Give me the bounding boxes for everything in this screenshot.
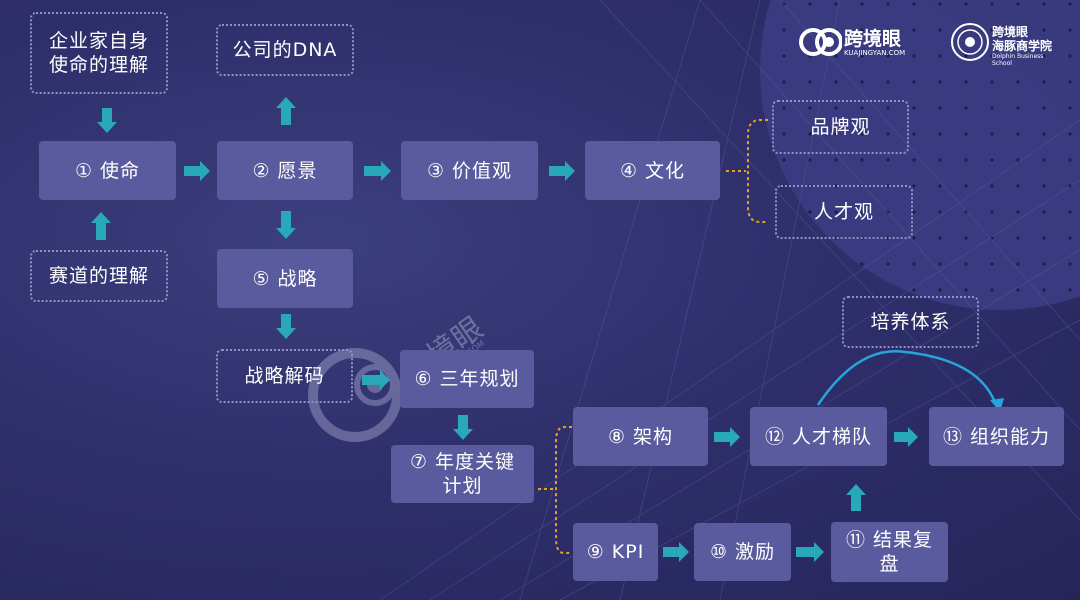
note-track-understanding-label: 赛道的理解 <box>48 265 149 287</box>
dolphin-school-logo: 跨境眼 海豚商学院 Dolphin Business School <box>950 22 1060 67</box>
watermark: 跨境眼 KUAJINGYAN.COM <box>300 300 500 460</box>
arrow-right-icon <box>714 427 740 447</box>
node-mission-label: ① 使命 <box>74 159 141 182</box>
brand2-sub: Dolphin Business School <box>992 53 1044 67</box>
brand1-url: KUAJINGYAN.COM <box>844 49 906 57</box>
node-result-review: ⑪ 结果复 盘 <box>831 522 948 582</box>
arrow-right-icon <box>549 161 575 181</box>
brand2-line1: 跨境眼 <box>992 25 1029 39</box>
node-talent-ladder-label: ⑫ 人才梯队 <box>764 425 873 448</box>
node-three-year-plan-label: ⑥ 三年规划 <box>414 368 520 390</box>
node-kpi-label: ⑨ KPI <box>586 541 645 563</box>
node-mission: ① 使命 <box>39 141 176 200</box>
node-result-review-line1: ⑪ 结果复 <box>845 529 934 551</box>
note-training-system: 培养体系 <box>842 296 979 348</box>
node-annual-plan-line1: ⑦ 年度关键 <box>409 451 516 473</box>
node-org-capability: ⑬ 组织能力 <box>929 407 1064 466</box>
arrow-right-icon <box>663 542 689 562</box>
node-incentive: ⑩ 激励 <box>694 523 791 581</box>
arrow-down-icon <box>276 211 296 239</box>
node-kpi: ⑨ KPI <box>573 523 658 581</box>
note-company-dna-label: 公司的DNA <box>232 39 338 61</box>
node-result-review-line2: 盘 <box>879 553 900 575</box>
arrow-down-icon <box>276 314 296 339</box>
node-values: ③ 价值观 <box>401 141 538 200</box>
node-architecture: ⑧ 架构 <box>573 407 708 466</box>
note-track-understanding: 赛道的理解 <box>30 250 168 302</box>
note-brand-view-label: 品牌观 <box>810 116 871 138</box>
note-talent-view-label: 人才观 <box>813 201 874 223</box>
node-strategy: ⑤ 战略 <box>217 249 353 308</box>
arrow-down-icon <box>97 108 117 133</box>
node-org-capability-label: ⑬ 组织能力 <box>942 425 1051 448</box>
watermark-eye-icon <box>308 348 402 442</box>
note-founder-mission-line2: 使命的理解 <box>48 54 149 76</box>
arrow-up-icon <box>91 212 111 240</box>
node-annual-plan-line2: 计划 <box>442 475 483 497</box>
node-vision-label: ② 愿景 <box>252 159 318 182</box>
note-strategy-decoding-label: 战略解码 <box>244 365 325 387</box>
kuajingyan-logo: 跨境眼 KUAJINGYAN.COM <box>798 22 923 62</box>
note-founder-mission: 企业家自身 使命的理解 <box>30 12 168 94</box>
seal-logo-icon <box>951 23 989 61</box>
arrow-up-icon <box>276 97 296 125</box>
node-annual-plan: ⑦ 年度关键 计划 <box>391 445 534 503</box>
brand2-line2: 海豚商学院 <box>992 39 1053 53</box>
node-vision: ② 愿景 <box>217 141 353 200</box>
node-talent-ladder: ⑫ 人才梯队 <box>750 407 887 466</box>
node-architecture-label: ⑧ 架构 <box>607 425 674 448</box>
arrow-right-icon <box>796 542 824 562</box>
node-incentive-label: ⑩ 激励 <box>709 541 776 563</box>
eye-logo-icon <box>799 28 842 56</box>
note-strategy-decoding: 战略解码 <box>216 349 353 403</box>
arrow-right-icon <box>894 427 918 447</box>
arrow-right-icon <box>362 370 390 390</box>
note-talent-view: 人才观 <box>775 185 913 239</box>
node-values-label: ③ 价值观 <box>426 159 513 182</box>
brand1-name: 跨境眼 <box>844 28 902 50</box>
arrow-down-icon <box>453 415 473 440</box>
node-culture: ④ 文化 <box>585 141 720 200</box>
node-culture-label: ④ 文化 <box>619 159 686 182</box>
arrow-right-icon <box>184 161 210 181</box>
node-three-year-plan: ⑥ 三年规划 <box>400 350 534 408</box>
note-founder-mission-line1: 企业家自身 <box>48 30 149 52</box>
note-brand-view: 品牌观 <box>772 100 909 154</box>
note-training-system-label: 培养体系 <box>870 311 951 333</box>
arrow-right-icon <box>364 161 391 181</box>
arrow-up-icon <box>846 484 866 511</box>
node-strategy-label: ⑤ 战略 <box>252 267 318 290</box>
note-company-dna: 公司的DNA <box>216 24 354 76</box>
